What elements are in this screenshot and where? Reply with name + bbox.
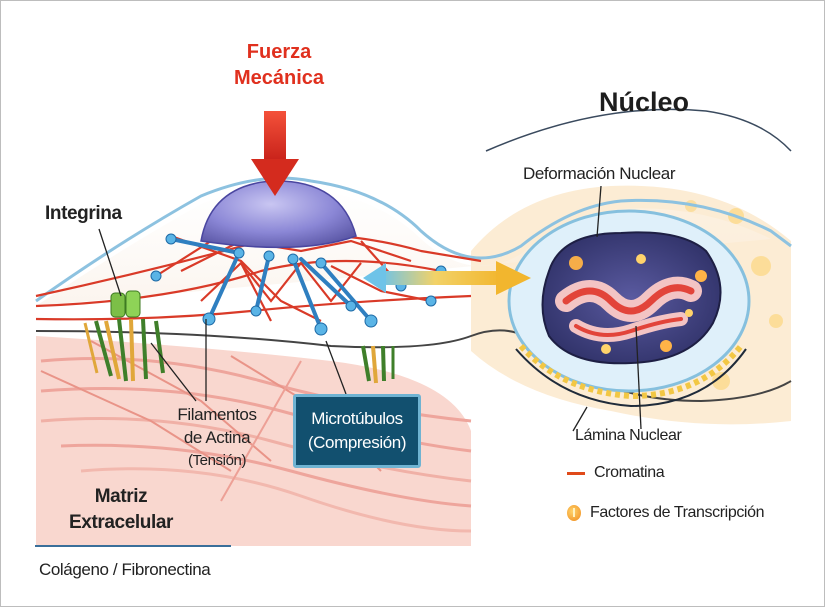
nuclear-deformation-label: Deformación Nuclear <box>523 164 675 184</box>
legend-label-transcription-factors: Factores de Transcripción <box>590 504 764 522</box>
ecm-divider <box>35 545 231 547</box>
legend-label-chromatin: Cromatina <box>594 464 664 482</box>
actin-label: Filamentos de Actina (Tensión) <box>167 403 267 472</box>
ecm-label-line2: Extracelular <box>51 510 191 536</box>
actin-label-line3: (Tensión) <box>167 449 267 472</box>
ecm-composition-label: Colágeno / Fibronectina <box>39 560 210 580</box>
force-label-line2: Mecánica <box>234 65 324 91</box>
cell-cortex-dome <box>201 181 356 247</box>
nuclear-lamina-label: Lámina Nuclear <box>575 427 681 445</box>
ecm-label-line1: Matriz <box>51 484 191 510</box>
legend-item-chromatin: Cromatina <box>567 464 664 482</box>
microtubule-label-box: Microtúbulos (Compresión) <box>293 394 421 468</box>
legend-item-transcription-factors: Factores de Transcripción <box>567 504 764 522</box>
force-label: Fuerza Mecánica <box>234 39 324 91</box>
nucleus-title: Núcleo <box>599 87 689 118</box>
red-line-icon <box>567 472 585 475</box>
microtubule-label-line2: (Compresión) <box>296 431 418 455</box>
actin-label-line1: Filamentos <box>167 403 267 426</box>
integrin-label: Integrina <box>45 203 122 225</box>
ecm-label: Matriz Extracelular <box>51 484 191 536</box>
orange-dot-icon <box>567 505 581 521</box>
actin-label-line2: de Actina <box>167 426 267 449</box>
force-label-line1: Fuerza <box>234 39 324 65</box>
microtubule-label-line1: Microtúbulos <box>296 407 418 431</box>
